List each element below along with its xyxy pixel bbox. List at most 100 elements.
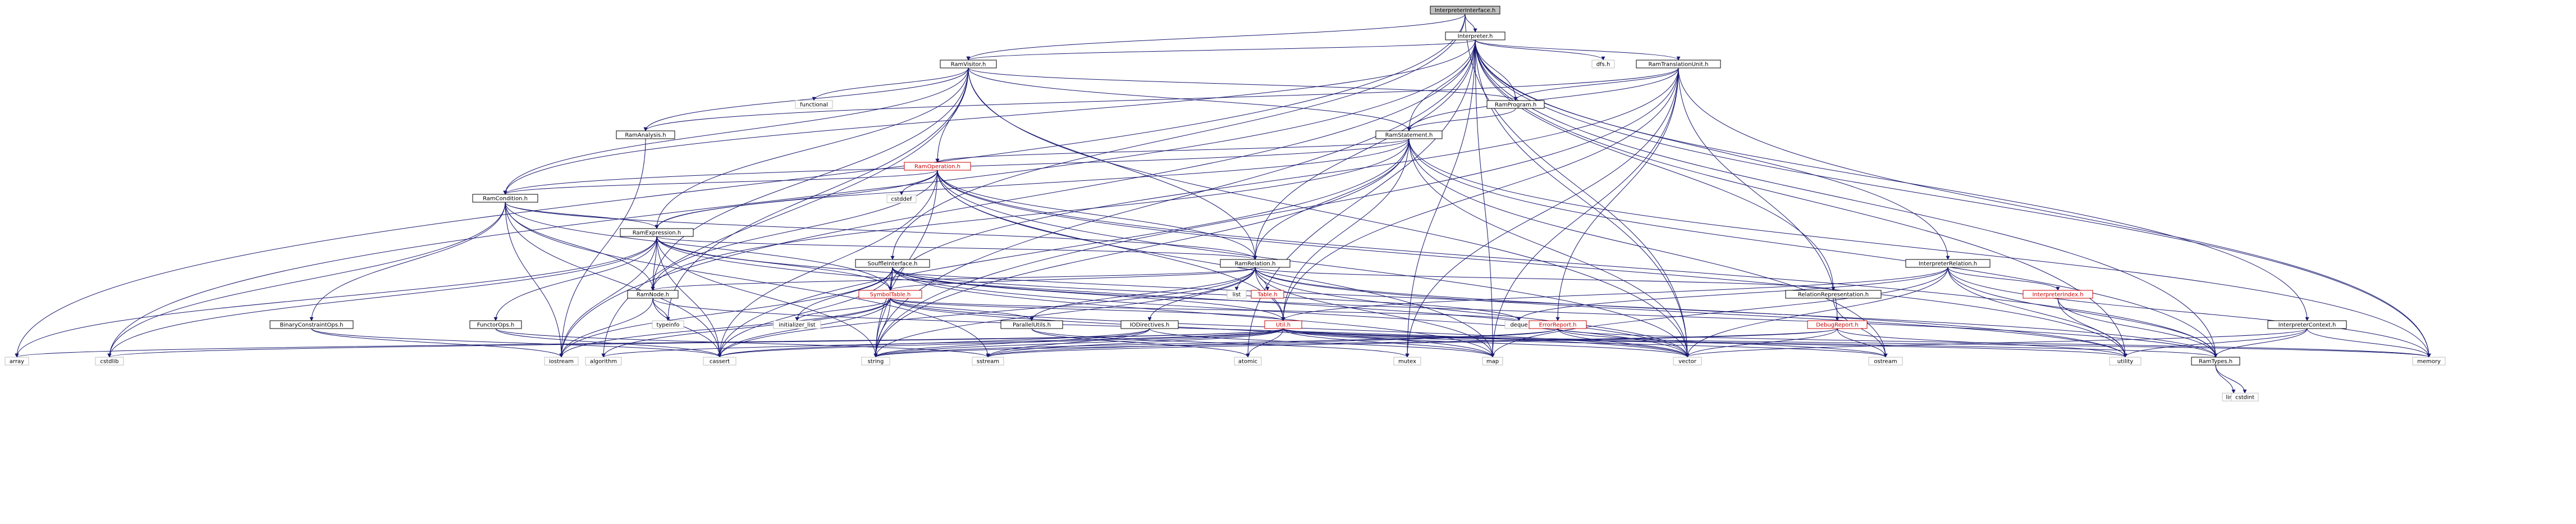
edge-ramrelation-h-to-utility — [1255, 267, 2127, 358]
node-box — [472, 194, 538, 203]
node-label: RamAnalysis.h — [625, 133, 666, 139]
node-label: array — [10, 359, 24, 365]
node-debugreport-h[interactable]: DebugReport.h — [1807, 320, 1868, 329]
node-ramrelation-h[interactable]: RamRelation.h — [1220, 259, 1291, 268]
node-box — [1807, 320, 1868, 329]
node-cstddef: cstddef — [886, 194, 917, 203]
node-box — [1000, 320, 1063, 329]
node-souffleinterface-h[interactable]: SouffleInterface.h — [855, 259, 930, 268]
node-interpreterindex-h[interactable]: InterpreterIndex.h — [2023, 290, 2093, 299]
node-label: InterpreterRelation.h — [1919, 261, 1977, 267]
edge-ramrelation-h-to-symboltable-h — [888, 267, 1256, 291]
edge-ramtranslationunit-h-to-errorreport-h — [1555, 67, 1679, 321]
edge-interpreterinterface-h-to-array — [15, 13, 1466, 358]
edge-ramcondition-h-to-cstdlib — [107, 202, 506, 358]
edge-ramstatement-h-to-ramrelation-h — [1253, 138, 1410, 260]
node-ramexpression-h[interactable]: RamExpression.h — [620, 228, 694, 237]
edge-ramtranslationunit-h-to-symboltable-h — [888, 67, 1679, 291]
node-label: deque — [1510, 322, 1527, 329]
edge-interpreter-h-to-vector — [1475, 39, 1690, 358]
node-ramstatement-h[interactable]: RamStatement.h — [1375, 130, 1443, 139]
node-box — [861, 357, 890, 366]
node-table-h[interactable]: Table.h — [1251, 290, 1284, 299]
node-label: cstddef — [891, 197, 912, 203]
node-list: list — [1227, 290, 1247, 299]
edges-layer — [15, 13, 2431, 394]
node-atomic: atomic — [1234, 357, 1262, 366]
node-binaryconstraintops-h[interactable]: BinaryConstraintOps.h — [269, 320, 354, 329]
node-ramcondition-h[interactable]: RamCondition.h — [472, 194, 538, 203]
node-ramprogram-h[interactable]: RamProgram.h — [1486, 100, 1545, 109]
edge-ramexpression-h-to-utility — [656, 236, 2127, 358]
edge-functorops-h-to-cassert — [495, 328, 722, 358]
edge-ramtranslationunit-h-to-string — [873, 67, 1679, 358]
node-util-h[interactable]: Util.h — [1264, 320, 1302, 329]
edge-util-h-to-cassert — [717, 328, 1284, 358]
node-label: RamProgram.h — [1495, 102, 1536, 108]
edge-util-h-to-utility — [1283, 328, 2127, 358]
node-label: BinaryConstraintOps.h — [280, 322, 344, 329]
node-dfs-h: dfs.h — [1591, 60, 1615, 69]
edge-interpreter-h-to-ramcondition-h — [503, 39, 1476, 195]
node-box — [855, 259, 930, 268]
edge-ramcondition-h-to-ramexpression-h — [505, 202, 659, 229]
node-box — [1234, 357, 1262, 366]
node-ramtypes-h[interactable]: RamTypes.h — [2191, 357, 2240, 366]
edge-interpreter-h-to-iostream — [559, 39, 1476, 358]
edge-souffleinterface-h-to-initializer-list — [795, 267, 893, 321]
node-label: string — [868, 359, 884, 365]
node-functorops-h[interactable]: FunctorOps.h — [469, 320, 522, 329]
node-ramoperation-h[interactable]: RamOperation.h — [904, 162, 971, 171]
node-box — [95, 357, 124, 366]
node-interpretercontext-h[interactable]: InterpreterContext.h — [2267, 320, 2347, 329]
node-cstdint: cstdint — [2231, 393, 2259, 402]
edge-interpreterinterface-h-to-ramvisitor-h — [966, 13, 1466, 61]
edge-symboltable-h-to-iostream — [559, 298, 891, 358]
node-label: cstdint — [2235, 395, 2254, 401]
node-ramvisitor-h[interactable]: RamVisitor.h — [940, 60, 997, 69]
edge-ramtranslationunit-h-to-ramstatement-h — [1407, 67, 1679, 131]
edge-ramoperation-h-to-ramtypes-h — [937, 170, 2218, 358]
node-interpreter-h[interactable]: Interpreter.h — [1445, 31, 1506, 40]
node-label: RamTypes.h — [2199, 359, 2232, 365]
edge-interpretercontext-h-to-memory — [2307, 328, 2431, 358]
edge-ramcondition-h-to-symboltable-h — [505, 202, 893, 291]
node-relationrepresentation-h[interactable]: RelationRepresentation.h — [1785, 290, 1882, 299]
node-box — [1393, 357, 1421, 366]
edge-ramoperation-h-to-utility — [937, 170, 2127, 358]
node-label: list — [1233, 292, 1241, 298]
node-box — [652, 320, 684, 329]
edge-ramnode-h-to-cassert — [652, 298, 722, 358]
edge-iodirectives-h-to-sstream — [986, 328, 1150, 358]
edge-ramrelation-h-to-ramnode-h — [651, 267, 1256, 291]
edge-ramstatement-h-to-ostream — [1408, 138, 1888, 358]
edge-symboltable-h-to-map — [890, 298, 1495, 358]
edge-interpreter-h-to-memory — [1475, 39, 2431, 358]
node-box — [616, 130, 675, 139]
node-label: InterpreterInterface.h — [1435, 8, 1495, 14]
node-label: atomic — [1238, 359, 1257, 365]
node-label: sstream — [977, 359, 999, 365]
node-label: RamStatement.h — [1385, 133, 1433, 139]
node-label: ParallelUtils.h — [1013, 322, 1051, 329]
node-parallelutils-h[interactable]: ParallelUtils.h — [1000, 320, 1063, 329]
node-iodirectives-h[interactable]: IODirectives.h — [1120, 320, 1179, 329]
node-interpreterrelation-h[interactable]: InterpreterRelation.h — [1905, 259, 1991, 268]
edge-ramvisitor-h-to-ramstatement-h — [968, 67, 1411, 131]
edge-souffleinterface-h-to-iostream — [559, 267, 893, 358]
node-errorreport-h[interactable]: ErrorReport.h — [1529, 320, 1587, 329]
node-ramanalysis-h[interactable]: RamAnalysis.h — [616, 130, 675, 139]
edge-ramvisitor-h-to-algorithm — [601, 67, 969, 358]
node-label: vector — [1678, 359, 1697, 365]
node-box — [1785, 290, 1882, 299]
node-label: map — [1486, 359, 1499, 365]
node-label: iostream — [549, 359, 574, 365]
node-ramnode-h[interactable]: RamNode.h — [627, 290, 679, 299]
node-interpreterinterface-h[interactable]: InterpreterInterface.h — [1430, 6, 1500, 15]
edge-interpreterrelation-h-to-util-h — [1281, 267, 1948, 321]
node-utility: utility — [2109, 357, 2142, 366]
node-symboltable-h[interactable]: SymbolTable.h — [858, 290, 922, 299]
node-box — [2191, 357, 2240, 366]
node-ramtranslationunit-h[interactable]: RamTranslationUnit.h — [1636, 60, 1721, 69]
node-label: utility — [2117, 359, 2134, 365]
